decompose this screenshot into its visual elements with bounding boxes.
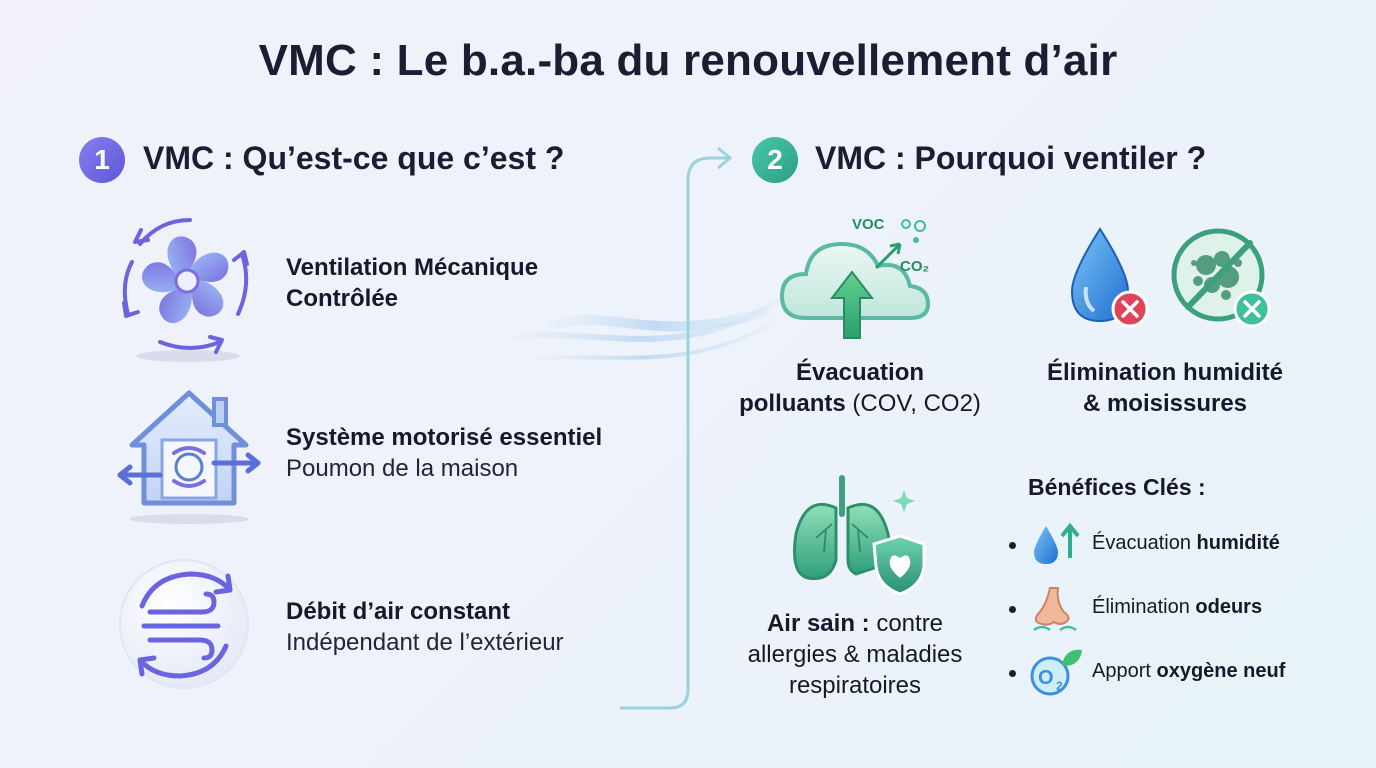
air-sain-bold: Air sain : <box>766 610 870 637</box>
svg-text:O: O <box>1038 667 1054 689</box>
evacuation-line1: Évacuation <box>795 359 925 386</box>
elimination-text: Élimination humidité & moisissures <box>1015 357 1315 419</box>
air-sain-text: Air sain : contre allergies & maladies r… <box>710 608 1000 701</box>
evacuation-line2-rest: (COV, CO2) <box>845 390 981 417</box>
benefit-odors-normal: Élimination <box>1092 596 1196 618</box>
section-1-heading: VMC : Qu’est-ce que c’est ? <box>143 140 565 176</box>
svg-text:2: 2 <box>1056 679 1063 693</box>
air-sain-rest: contre <box>869 610 944 637</box>
page-title: VMC : Le b.a.-ba du renouvellement d’air <box>258 36 1118 85</box>
benefit-odors: Élimination odeurs <box>1092 596 1262 619</box>
section-2-heading: VMC : Pourquoi ventiler ? <box>815 140 1207 176</box>
lungs-shield-icon <box>793 475 926 596</box>
air-sain-line3: respiratoires <box>788 672 922 699</box>
air-sain-line2: allergies & maladies <box>747 641 963 668</box>
item-system-subtitle: Poumon de la maison <box>286 455 519 482</box>
item-vmc-definition: Ventilation Mécanique Contrôlée <box>286 254 539 312</box>
water-drop-no-icon <box>1070 227 1149 328</box>
section-1-badge: 1 <box>79 137 125 183</box>
mold-no-icon <box>1171 228 1271 328</box>
benefit-odors-bold: odeurs <box>1195 596 1263 618</box>
o2-leaf-icon: O 2 <box>1030 649 1082 696</box>
wind-cycle-icon <box>119 559 249 689</box>
benefit-oxygen: Apport oxygène neuf <box>1092 660 1285 683</box>
nose-icon <box>1033 587 1077 632</box>
airflow-wave-decoration <box>499 297 780 362</box>
evacuation-line2-bold: polluants <box>739 390 846 417</box>
cloud-pollutants-icon <box>779 219 931 339</box>
item-airflow-subtitle: Indépendant de l’extérieur <box>286 629 564 656</box>
benefit-bullet <box>1009 606 1016 613</box>
benefit-humidity-bold: humidité <box>1196 532 1280 554</box>
cloud-voc-label: VOC <box>852 216 885 233</box>
benefit-oxygen-normal: Apport <box>1092 660 1157 682</box>
house-airflow-icon <box>117 390 261 524</box>
benefit-bullet <box>1009 670 1016 677</box>
benefit-bullet <box>1009 542 1016 549</box>
elimination-line1: Élimination humidité <box>1046 359 1283 386</box>
benefit-oxygen-bold: oxygène neuf <box>1156 660 1286 682</box>
water-drop-up-icon <box>1034 522 1080 564</box>
fan-icon <box>122 218 249 362</box>
benefits-title: Bénéfices Clés : <box>1028 474 1206 500</box>
item-airflow-title: Débit d’air constant <box>286 598 511 625</box>
benefit-humidity-normal: Évacuation <box>1092 532 1197 554</box>
item-system-title: Système motorisé essentiel <box>286 424 603 451</box>
elimination-line2: & moisissures <box>1082 390 1248 417</box>
benefit-humidity: Évacuation humidité <box>1092 532 1280 555</box>
section-2-badge: 2 <box>752 137 798 183</box>
evacuation-text: Évacuation polluants (COV, CO2) <box>720 357 1000 419</box>
cloud-co2-label: CO₂ <box>900 258 930 275</box>
connector-arrow <box>620 146 733 710</box>
